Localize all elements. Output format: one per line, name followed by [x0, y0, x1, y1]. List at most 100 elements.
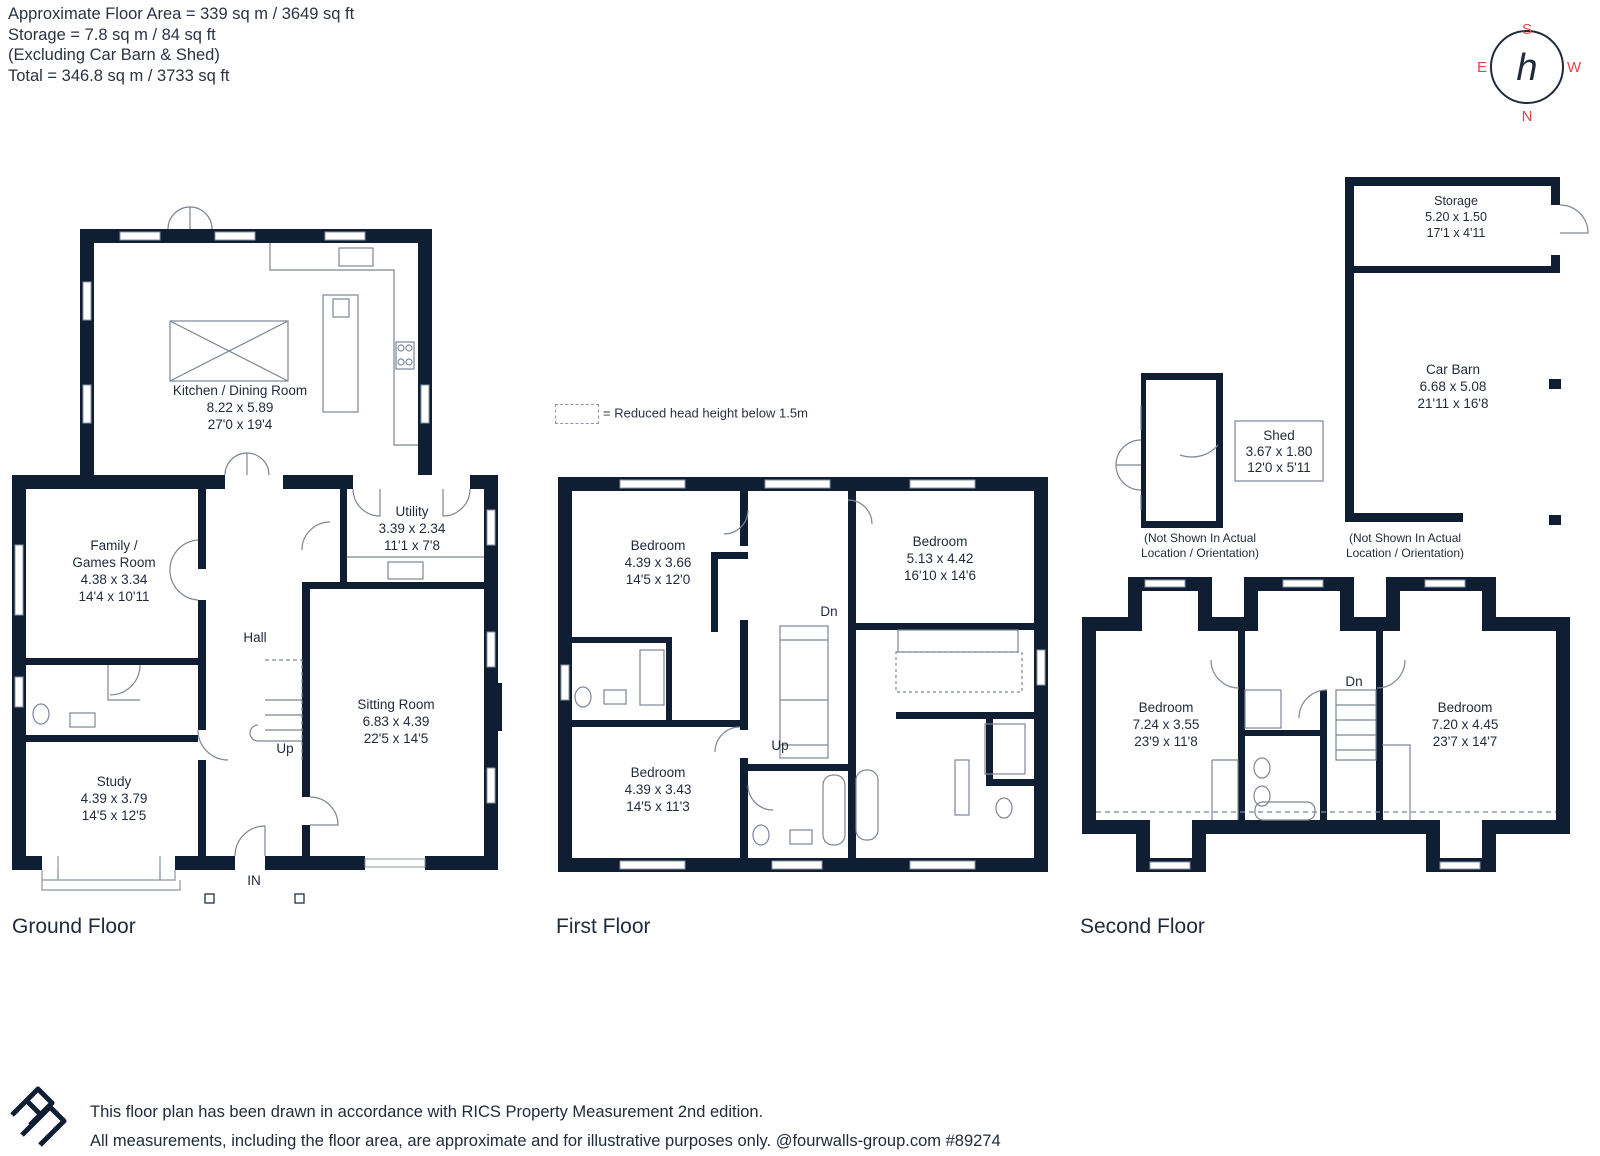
- fixtures: [32, 204, 1589, 857]
- wall-ground-south-c: [265, 856, 365, 870]
- first-stair-treads: [780, 639, 828, 746]
- wall-first-bed3-east: [740, 758, 748, 858]
- first-ensuite-toilet-icon: [574, 686, 592, 708]
- hall-stair-treads: [265, 699, 302, 731]
- hall-stair-newel: [249, 724, 302, 742]
- wall-kitchen-west: [80, 229, 94, 475]
- window-second-dormer2: [1282, 579, 1324, 588]
- wall-kitchen-east: [418, 229, 432, 475]
- window-first-w: [560, 664, 570, 701]
- family-door-2: [169, 568, 199, 601]
- second-basin-icon: [1253, 785, 1271, 807]
- hob-ring-1: [397, 344, 405, 352]
- wall-ground-north-mid: [283, 475, 353, 489]
- window-kitchen-n2: [214, 231, 256, 241]
- second-bedright-name: Bedroom: [1438, 700, 1493, 715]
- window-second-dormer1: [1144, 579, 1186, 588]
- wall-shed-south: [1141, 521, 1223, 528]
- utility-sink-icon: [387, 561, 424, 580]
- sitting-door: [309, 796, 339, 826]
- window-kitchen-n1: [119, 231, 161, 241]
- window-second-dormer3: [1424, 579, 1466, 588]
- first-up: Up: [771, 738, 788, 753]
- wall-second-bath-west: [1238, 631, 1245, 821]
- kitchen-skylight: [169, 320, 289, 382]
- wall-second-south-b: [1192, 820, 1440, 834]
- second-right-cupboard: [1382, 744, 1411, 820]
- walls: [12, 177, 1570, 872]
- first-ensuite-basin-icon: [603, 689, 627, 705]
- wall-ground-south-b: [175, 856, 235, 870]
- marker-left: [204, 893, 215, 904]
- wall-second-east: [1556, 617, 1570, 834]
- carbarn-name: Car Barn: [1426, 362, 1480, 377]
- first-bed1-door: [723, 509, 749, 535]
- first-bed3-imperial: 14'5 x 11'3: [626, 799, 689, 814]
- family-metric: 4.38 x 3.34: [81, 572, 148, 587]
- wall-second-bath-east: [1320, 690, 1327, 820]
- kitchen-imperial: 27'0 x 19'4: [208, 417, 273, 432]
- wall-second-south-a: [1082, 820, 1150, 834]
- wall-shed-west: [1141, 373, 1146, 528]
- area-line-total: Total = 346.8 sq m / 3733 sq ft: [8, 66, 230, 85]
- window-kitchen-w2: [82, 384, 92, 424]
- barn-note-line1: (Not Shown In Actual: [1349, 531, 1461, 545]
- ground-floor-label: Ground Floor: [12, 915, 136, 938]
- second-toilet-icon: [1253, 757, 1271, 779]
- barn-post-2: [1549, 515, 1561, 525]
- legend-dashed-box: [555, 404, 599, 424]
- carbarn-imperial: 21'11 x 16'8: [1418, 396, 1489, 411]
- footer-line-approx: All measurements, including the floor ar…: [90, 1132, 1001, 1150]
- kitchen-island: [322, 294, 359, 413]
- first-bed1-imperial: 14'5 x 12'0: [626, 572, 690, 587]
- second-bath-icon: [1254, 801, 1316, 821]
- study-imperial: 14'5 x 12'5: [82, 808, 146, 823]
- wall-ground-south-d: [425, 856, 498, 870]
- window-kitchen-w1: [82, 281, 92, 321]
- compass-n: N: [1522, 108, 1533, 122]
- barn-post-1: [1549, 379, 1561, 389]
- first-bed3-name: Bedroom: [631, 765, 686, 780]
- second-bedleft-name: Bedroom: [1139, 700, 1194, 715]
- second-shower: [1244, 689, 1282, 729]
- wall-barn-south: [1345, 513, 1463, 522]
- shed-callout-line: [1179, 444, 1219, 458]
- first-bath-tub-icon: [822, 774, 846, 846]
- wall-storage-south: [1354, 266, 1560, 273]
- barn-note-line2: Location / Orientation): [1346, 546, 1464, 560]
- utility-door-2: [442, 488, 471, 517]
- wall-first-bed1-east: [740, 491, 748, 546]
- wall-hall-west-upper: [198, 489, 206, 569]
- island-sink-icon: [332, 298, 350, 318]
- second-bedleft-imperial: 23'9 x 11'8: [1134, 734, 1197, 749]
- first-dn: Dn: [820, 604, 837, 619]
- wc-toilet-icon: [32, 703, 50, 725]
- bay-left-jamb: [41, 870, 59, 881]
- fourwalls-logo-icon: [10, 1086, 67, 1147]
- first-bath-basin-icon: [789, 829, 813, 845]
- window-second-bay1: [1149, 861, 1191, 870]
- first-ensuite-shower: [639, 649, 665, 706]
- bay-right-jamb: [159, 870, 176, 881]
- wall-first-wc-west: [986, 719, 993, 779]
- area-line-excluding: (Excluding Car Barn & Shed): [8, 46, 220, 64]
- wall-first-ensuite-north: [572, 637, 672, 643]
- wall-second-right-partition: [1376, 631, 1383, 821]
- family-door-1: [169, 539, 199, 570]
- kitchen-worktop: [269, 243, 418, 446]
- logo-stroke-3: [24, 1098, 42, 1116]
- family-name-2: Games Room: [72, 555, 155, 570]
- kitchen-name: Kitchen / Dining Room: [173, 383, 307, 398]
- hob-ring-4: [405, 358, 413, 366]
- wall-first-wc-north: [986, 779, 1034, 786]
- window-first-n3: [909, 479, 976, 489]
- exterior-markers: [204, 893, 305, 904]
- wall-first-bed2-south: [856, 623, 1034, 630]
- wall-ground-north-left: [12, 475, 225, 489]
- wall-barn-north: [1345, 177, 1560, 186]
- first-bath-door: [747, 784, 774, 811]
- area-line-floor: Approximate Floor Area = 339 sq m / 3649…: [8, 5, 355, 23]
- compass-w: W: [1567, 59, 1582, 76]
- wall-first-cupboard-top: [711, 552, 748, 559]
- first-wardrobes: [897, 629, 1019, 653]
